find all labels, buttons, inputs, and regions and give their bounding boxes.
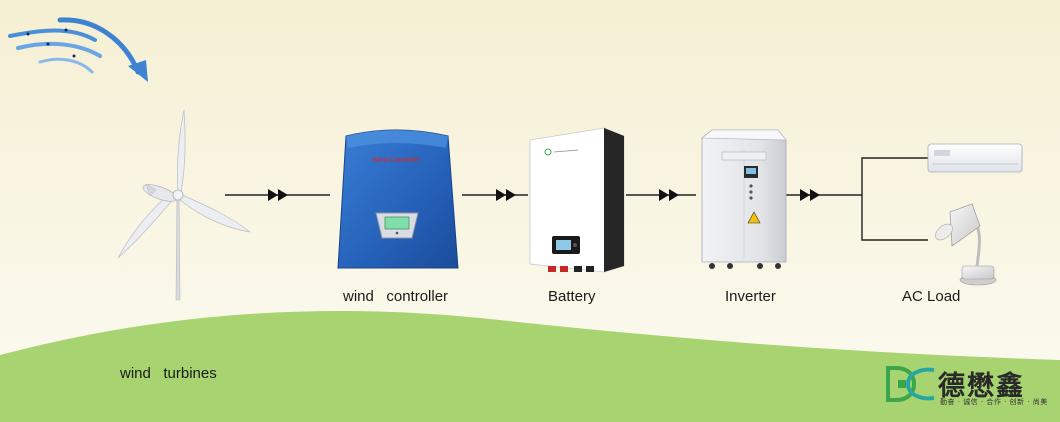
controller-device-text: Wind Controller: [372, 157, 421, 164]
double-triangle-arrow-icon: [496, 189, 506, 201]
node-label-wind-controller: wind controller: [343, 288, 449, 305]
double-triangle-arrow-icon: [659, 189, 669, 201]
node-label-battery: Battery: [548, 288, 596, 305]
turbine-tower: [175, 197, 181, 301]
connector-inverter-load: [786, 157, 928, 241]
controller-lcd-panel: [375, 212, 419, 239]
node-label-ac-load: AC Load: [902, 288, 961, 305]
battery-device: [529, 127, 625, 273]
table-lamp-icon: [935, 203, 997, 286]
air-conditioner-icon: [927, 143, 1023, 173]
double-triangle-arrow-icon: [800, 189, 810, 201]
node-label-wind-turbines: wind turbines: [120, 365, 217, 382]
inverter-device: [701, 129, 787, 269]
connector-controller-battery: [462, 189, 528, 201]
brand-name: 德懋鑫: [938, 371, 1025, 402]
green-ground: [0, 310, 1060, 422]
warning-icon: [747, 211, 761, 224]
wind-gust-icon: [8, 17, 148, 82]
brand-tagline: 勤奋 · 诚信 · 合作 · 创新 · 尚美: [940, 398, 1048, 406]
wind-turbine: [117, 109, 251, 301]
turbine-rotor: [117, 109, 251, 259]
connector-battery-inverter: [626, 189, 696, 201]
brand-logo-icon: [886, 366, 935, 402]
double-triangle-arrow-icon: [268, 189, 278, 201]
wind-controller-device: Wind Controller: [337, 129, 459, 269]
connector-turbine-controller: [225, 189, 330, 201]
node-label-inverter: Inverter: [725, 288, 776, 305]
